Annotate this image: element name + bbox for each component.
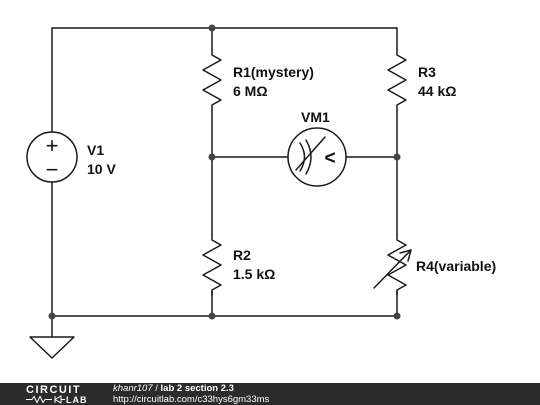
circuit-url-link[interactable]: http://circuitlab.com/c33hys6gm33ms [113, 393, 270, 405]
voltmeter-needle-arcs [299, 139, 312, 175]
footer-credit-line: khanr107 / lab 2 section 2.3 [113, 383, 269, 395]
r4-name-label: R4(variable) [416, 258, 496, 274]
r1-name-label: R1(mystery) [233, 64, 314, 80]
vm1-name-label: VM1 [301, 109, 330, 125]
footer-bar: CIRCUIT LAB khanr107 / lab 2 section 2.3… [0, 383, 540, 405]
resistor-r4-symbol [387, 234, 407, 296]
r1-value-label: 6 MΩ [233, 83, 268, 99]
resistor-r2-symbol [202, 234, 222, 296]
variable-arrow-icon [373, 249, 412, 289]
node-dot-bottom-left [48, 312, 56, 320]
r3-name-label: R3 [418, 64, 436, 80]
node-dot-bottom-mid [208, 312, 216, 320]
footer-separator: / [152, 383, 161, 394]
resistor-r3-symbol [387, 49, 407, 111]
v1-name-label: V1 [87, 142, 104, 158]
r3-value-label: 44 kΩ [418, 83, 456, 99]
circuit-schematic: + − < V1 10 V R1(mystery) 6 MΩ R3 44 kΩ … [26, 24, 496, 359]
r2-name-label: R2 [233, 247, 251, 263]
node-dot-top-mid [208, 24, 216, 32]
v1-value-label: 10 V [87, 161, 116, 177]
logo-waveform-icon [26, 395, 65, 404]
v1-minus-sign: − [46, 157, 59, 182]
circuitlab-logo[interactable]: CIRCUIT LAB [26, 384, 96, 405]
voltmeter-diagonal [295, 136, 326, 171]
footer-info: khanr107 / lab 2 section 2.3 http://circ… [113, 383, 270, 405]
r2-value-label: 1.5 kΩ [233, 266, 275, 282]
author-link[interactable]: khanr107 [113, 383, 153, 394]
node-dot-mid-left [208, 153, 216, 161]
ground-icon [29, 336, 75, 359]
voltmeter-symbol: < [324, 148, 335, 169]
resistor-r1-symbol [202, 49, 222, 111]
logo-text-top: CIRCUIT [26, 384, 82, 396]
node-dot-bottom-right [393, 312, 401, 320]
voltmeter-circle [287, 127, 347, 187]
logo-text-bottom: LAB [66, 395, 88, 405]
voltage-source-circle [26, 131, 78, 183]
circuit-title[interactable]: lab 2 section 2.3 [160, 383, 234, 394]
v1-plus-sign: + [46, 133, 59, 158]
node-dot-mid-right [393, 153, 401, 161]
